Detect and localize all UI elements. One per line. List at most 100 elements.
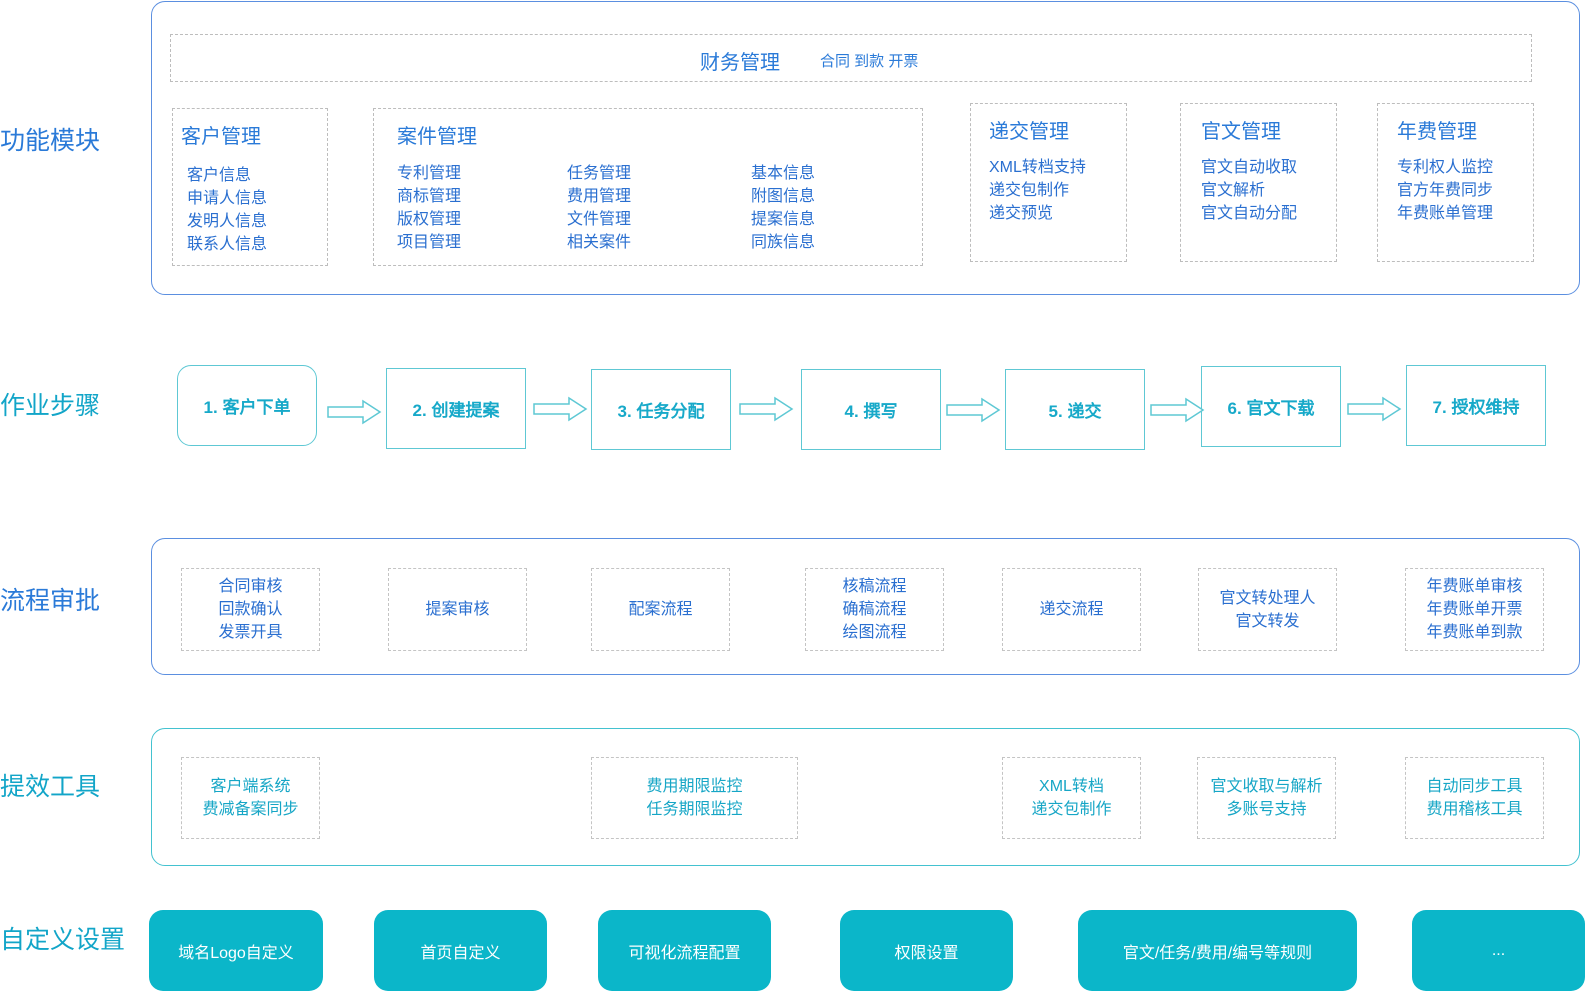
list-item: 自动同步工具	[1426, 778, 1523, 795]
row-label-tools: 提效工具	[0, 773, 101, 801]
tool-xml: XML转档 递交包制作	[1002, 757, 1141, 839]
list-item: 相关案件	[567, 234, 632, 251]
list-item: 年费账单审核	[1426, 578, 1523, 595]
list-item: 合同审核	[218, 578, 283, 595]
list-item: 回款确认	[218, 601, 283, 618]
customer-items: 客户信息 申请人信息 发明人信息 联系人信息	[187, 164, 267, 256]
list-item: 项目管理	[397, 234, 462, 251]
step-task-assign: 3. 任务分配	[591, 369, 731, 450]
case-items-col2: 任务管理 费用管理 文件管理 相关案件	[567, 162, 631, 254]
list-item: 同族信息	[751, 234, 816, 251]
arrow-right-icon	[327, 399, 382, 425]
list-item: 发明人信息	[187, 213, 268, 230]
row-label-steps: 作业步骤	[0, 392, 101, 420]
case-items-col3: 基本信息 附图信息 提案信息 同族信息	[751, 162, 815, 254]
list-item: 官方年费同步	[1397, 182, 1494, 199]
list-item: 递交包制作	[1031, 801, 1112, 818]
submission-title: 递交管理	[989, 121, 1069, 143]
row-label-settings: 自定义设置	[0, 926, 126, 954]
setting-homepage: 首页自定义	[374, 910, 547, 991]
approval-frame	[151, 538, 1580, 675]
approval-review: 核稿流程 确稿流程 绘图流程	[805, 568, 944, 651]
list-item: 官文自动收取	[1201, 159, 1298, 176]
list-item: 递交包制作	[989, 182, 1070, 199]
list-item: 配案流程	[628, 601, 693, 618]
annual-fee-title: 年费管理	[1397, 121, 1477, 143]
list-item: 年费账单到款	[1426, 624, 1523, 641]
list-item: 递交预览	[989, 205, 1054, 222]
finance-module	[170, 34, 1532, 82]
arrow-right-icon	[946, 397, 1001, 423]
list-item: 申请人信息	[187, 190, 268, 207]
annual-fee-items: 专利权人监控 官方年费同步 年费账单管理	[1397, 156, 1493, 225]
tool-client: 客户端系统 费减备案同步	[181, 757, 320, 839]
list-item: 专利权人监控	[1397, 159, 1494, 176]
finance-subtitle: 合同 到款 开票	[820, 53, 919, 70]
step-maintenance: 7. 授权维持	[1406, 365, 1546, 446]
approval-proposal: 提案审核	[388, 568, 527, 651]
setting-rules: 官文/任务/费用/编号等规则	[1078, 910, 1357, 991]
list-item: XML转档	[1039, 778, 1104, 795]
list-item: 费用期限监控	[646, 778, 743, 795]
list-item: 官文收取与解析	[1210, 778, 1323, 795]
customer-module	[172, 108, 328, 266]
list-item: 客户端系统	[210, 778, 291, 795]
step-drafting: 4. 撰写	[801, 369, 941, 450]
approval-submission: 递交流程	[1002, 568, 1141, 651]
list-item: 文件管理	[567, 211, 632, 228]
list-item: 基本信息	[751, 165, 816, 182]
arrow-right-icon	[739, 396, 794, 422]
official-doc-items: 官文自动收取 官文解析 官文自动分配	[1201, 156, 1297, 225]
list-item: 核稿流程	[842, 578, 907, 595]
approval-official-doc: 官文转处理人 官文转发	[1198, 568, 1337, 651]
list-item: 递交流程	[1039, 601, 1104, 618]
list-item: 官文解析	[1201, 182, 1266, 199]
list-item: 专利管理	[397, 165, 462, 182]
row-label-approval: 流程审批	[0, 587, 101, 615]
list-item: 年费账单开票	[1426, 601, 1523, 618]
submission-items: XML转档支持 递交包制作 递交预览	[989, 156, 1086, 225]
list-item: 商标管理	[397, 188, 462, 205]
list-item: 年费账单管理	[1397, 205, 1494, 222]
list-item: 客户信息	[187, 167, 252, 184]
list-item: 提案审核	[425, 601, 490, 618]
list-item: 多账号支持	[1226, 801, 1307, 818]
approval-annual-fee: 年费账单审核 年费账单开票 年费账单到款	[1405, 568, 1544, 651]
tool-sync: 自动同步工具 费用稽核工具	[1405, 757, 1544, 839]
list-item: 费用管理	[567, 188, 632, 205]
row-label-functions: 功能模块	[0, 127, 101, 155]
arrow-right-icon	[1347, 396, 1402, 422]
approval-contract: 合同审核 回款确认 发票开具	[181, 568, 320, 651]
tool-official-doc: 官文收取与解析 多账号支持	[1197, 757, 1336, 839]
list-item: 绘图流程	[842, 624, 907, 641]
list-item: 任务管理	[567, 165, 632, 182]
setting-visual-flow: 可视化流程配置	[598, 910, 771, 991]
approval-assignment: 配案流程	[591, 568, 730, 651]
step-submit: 5. 递交	[1005, 369, 1145, 450]
list-item: 官文自动分配	[1201, 205, 1298, 222]
annual-fee-module	[1377, 103, 1534, 262]
list-item: 费用稽核工具	[1426, 801, 1523, 818]
list-item: 版权管理	[397, 211, 462, 228]
list-item: 任务期限监控	[646, 801, 743, 818]
arrow-right-icon	[1150, 397, 1205, 423]
list-item: 提案信息	[751, 211, 816, 228]
step-doc-download: 6. 官文下载	[1201, 366, 1341, 447]
list-item: 发票开具	[218, 624, 283, 641]
functions-frame	[151, 1, 1580, 295]
tools-frame	[151, 728, 1580, 866]
finance-title: 财务管理	[700, 52, 780, 74]
list-item: 费减备案同步	[202, 801, 299, 818]
list-item: XML转档支持	[989, 159, 1086, 176]
list-item: 官文转处理人	[1219, 589, 1316, 607]
step-create-proposal: 2. 创建提案	[386, 368, 526, 449]
official-doc-module	[1180, 103, 1337, 262]
customer-title: 客户管理	[181, 126, 261, 148]
setting-more: ...	[1412, 910, 1585, 991]
submission-module	[970, 103, 1127, 262]
setting-permissions: 权限设置	[840, 910, 1013, 991]
list-item: 官文转发	[1235, 612, 1300, 630]
official-doc-title: 官文管理	[1201, 121, 1281, 143]
list-item: 联系人信息	[187, 236, 268, 253]
setting-domain-logo: 域名Logo自定义	[149, 910, 323, 991]
